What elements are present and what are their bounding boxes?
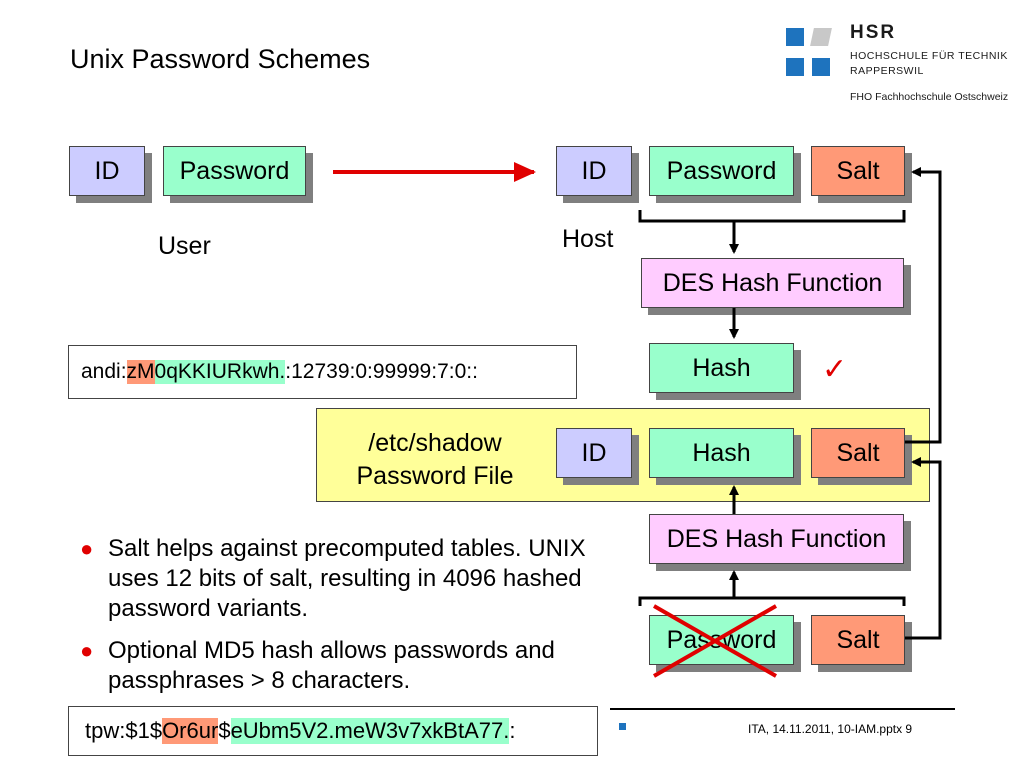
logo-square-icon: [812, 58, 830, 76]
logo-square-icon: [786, 58, 804, 76]
bullet-item: ●Salt helps against precomputed tables. …: [80, 535, 586, 622]
upper-bracket: [638, 210, 906, 223]
des-hash-function-box: DES Hash Function: [641, 258, 904, 308]
shadow-hash-box: Hash: [649, 428, 794, 478]
user-label: User: [158, 232, 211, 260]
verify-salt-box: Salt: [811, 615, 905, 665]
user-password-box: Password: [163, 146, 306, 196]
logo-line2: RAPPERSWIL: [850, 65, 924, 77]
bullet-list: ●Salt helps against precomputed tables. …: [80, 534, 600, 708]
entry2-prefix: tpw:$1$: [85, 718, 163, 743]
entry-salt: zM: [126, 360, 155, 384]
md5-entry-example: tpw:$1$Or6ur$eUbm5V2.meW3v7xkBtA77.:: [68, 706, 598, 756]
lower-bracket: [638, 596, 906, 606]
entry2-sep: $: [218, 718, 231, 743]
entry2-salt: Or6ur: [162, 718, 219, 744]
shadow-file-path: /etc/shadow: [368, 429, 502, 457]
logo-line3: FHO Fachhochschule Ostschweiz: [850, 91, 1009, 103]
entry2-hash: eUbm5V2.meW3v7xkBtA77.: [230, 718, 510, 744]
host-id-box: ID: [556, 146, 632, 196]
page-title: Unix Password Schemes: [70, 44, 371, 74]
entry2-suffix: :: [509, 718, 516, 743]
salt-feed-arrow: [905, 167, 942, 444]
des-hash-function-box-2: DES Hash Function: [649, 514, 904, 564]
shadow-file-title: Password File: [356, 462, 514, 490]
footer-text: ITA, 14.11.2011, 10-IAM.pptx 9: [748, 722, 913, 736]
computed-hash-box: Hash: [649, 343, 794, 393]
bullet-icon: ●: [80, 536, 94, 561]
salt-store-arrow: [905, 457, 942, 640]
checkmark-icon: ✓: [822, 353, 848, 386]
host-password-box: Password: [649, 146, 794, 196]
entry-hash: 0qKKIURkwh.: [154, 360, 286, 384]
footer-square-icon: [619, 723, 626, 730]
verify-password-box: Password: [649, 615, 794, 665]
shadow-file-label: /etc/shadow Password File: [330, 427, 540, 493]
host-salt-box: Salt: [811, 146, 905, 196]
logo-line1: HOCHSCHULE FÜR TECHNIK: [850, 50, 1008, 62]
entry-suffix: :12739:0:99999:7:0::: [285, 360, 478, 383]
entry-prefix: andi:: [81, 360, 127, 383]
logo-name: HSR: [850, 22, 897, 43]
bullet-item: ●Optional MD5 hash allows passwords and …: [80, 637, 555, 694]
bullet-icon: ●: [80, 638, 94, 663]
user-id-box: ID: [69, 146, 145, 196]
logo-square-icon: [786, 28, 804, 46]
shadow-salt-box: Salt: [811, 428, 905, 478]
cross-icon: [653, 604, 777, 678]
footer-divider: [610, 708, 955, 710]
shadow-id-box: ID: [556, 428, 632, 478]
host-label: Host: [562, 225, 614, 253]
